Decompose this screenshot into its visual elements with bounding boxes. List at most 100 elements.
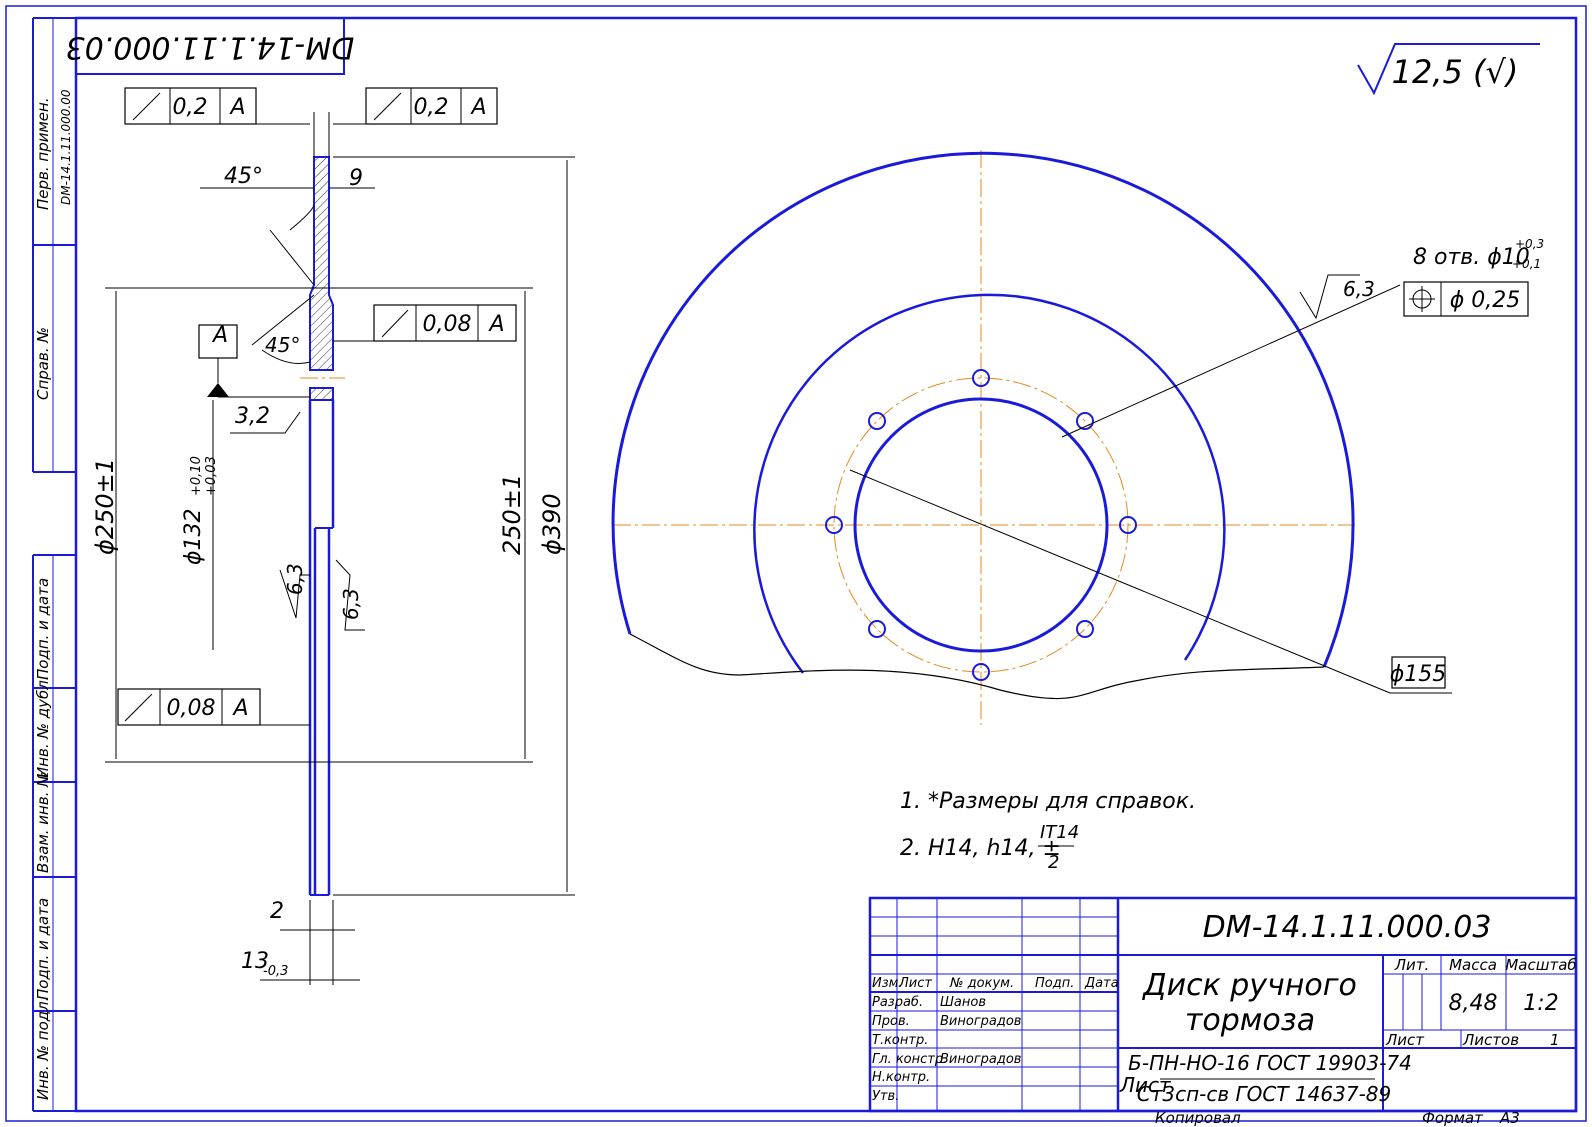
runout-4-value: 0,08 [167, 696, 216, 721]
rotated-designation-text: DM-14.1.11.000.03 [66, 30, 355, 65]
margin-perv-primen-value: DM-14.1.11.000.00 [59, 89, 73, 205]
tb-col-data: Дата [1084, 976, 1119, 991]
general-roughness-symbol: 12,5 (√) [1357, 43, 1540, 96]
dim-chamfer-top: 45° [224, 164, 263, 189]
note-2: 2. H14, h14, ± [900, 836, 1061, 861]
margin-vzam-inv: Взам. инв. № [34, 771, 52, 873]
inner-frame [74, 16, 1578, 1113]
dim-155-box [1391, 656, 1446, 689]
tb-role-utv: Утв. [872, 1089, 899, 1104]
runout-frame-2: 0,2 A [333, 87, 498, 125]
section-hatch-lower [309, 387, 334, 401]
holes-callout-lower: +0,1 [1512, 257, 1541, 271]
dim-roughness-32: 3,2 [235, 404, 270, 429]
footer-format-value: A3 [1499, 1109, 1520, 1127]
tb-sheets-label: Листов [1462, 1031, 1519, 1049]
tb-col-izm: Изм. [872, 976, 903, 991]
tb-name-glkonstr: Виноградов [940, 1052, 1021, 1067]
dim-diameter-250: ϕ250±1 [91, 458, 119, 555]
margin-podp-data-2: Подп. и дата [34, 898, 52, 1000]
note-2-numerator: IT14 [1040, 822, 1079, 843]
tb-role-razrab: Разраб. [872, 995, 923, 1010]
runout-frame-1: 0,2 A [124, 87, 310, 125]
tb-name-prov: Виноградов [940, 1014, 1021, 1029]
tb-scale-label: Масштаб [1505, 956, 1576, 974]
margin-perv-primen: Перв. примен. [34, 97, 52, 210]
tb-list-label: Лист [1119, 1073, 1172, 1097]
note-1: 1. *Размеры для справок. [900, 789, 1196, 814]
tb-role-prov: Пров. [872, 1014, 910, 1029]
dim-diameter-132-lower: +0,03 [204, 456, 219, 496]
break-line [629, 633, 1325, 700]
runout-1-datum: A [228, 95, 245, 120]
dim-diameter-132: ϕ132 [181, 508, 206, 565]
tb-sheets-value: 1 [1550, 1031, 1560, 1049]
runout-2-value: 0,2 [414, 95, 449, 120]
tb-material-1: Б-ПН-НО-16 ГОСТ 19903-74 [1128, 1051, 1412, 1075]
dim-13: 13 [241, 949, 269, 974]
runout-frame-3: 0,08 A [333, 304, 517, 342]
runout-frame-4: 0,08 A [117, 688, 310, 726]
runout-1-value: 0,2 [173, 95, 208, 120]
general-roughness-text: 12,5 (√) [1392, 53, 1519, 91]
tb-designation: DM-14.1.11.000.03 [1203, 910, 1492, 945]
technical-notes: 1. *Размеры для справок. 2. H14, h14, ± … [900, 789, 1196, 873]
section-view: 0,2 A 0,2 A 0,08 A 0,08 [91, 87, 575, 985]
front-view: ϕ155 6,3 8 отв. ϕ10 +0,3 +0,1 ϕ 0,25 [611, 150, 1544, 725]
outer-frame [5, 5, 1587, 1122]
tb-mass-label: Масса [1449, 956, 1497, 974]
section-hatch-upper [309, 156, 334, 371]
footer-format-label: Формат [1422, 1109, 1484, 1127]
dim-155-text: ϕ155 [1390, 662, 1447, 687]
position-tolerance-value: ϕ 0,25 [1450, 288, 1521, 313]
middle-arc [753, 293, 1226, 674]
outer-disc-edge [611, 151, 1355, 668]
tb-material-2: Ст3сп-св ГОСТ 14637-89 [1137, 1082, 1391, 1106]
hole-roughness-text: 6,3 [1343, 277, 1375, 301]
dim-chamfer-bottom: 45° [265, 333, 300, 357]
bolt-circle [833, 377, 1129, 673]
dim-2: 2 [270, 899, 284, 924]
tb-col-podp: Подп. [1035, 976, 1074, 991]
runout-2-datum: A [469, 95, 486, 120]
tb-name-line1: Диск ручного [1141, 968, 1357, 1003]
title-block: DM-14.1.11.000.03 Диск ручного тормоза Л… [868, 896, 1578, 1113]
runout-3-datum: A [487, 312, 504, 337]
tb-name-line2: тормоза [1185, 1003, 1315, 1038]
dim-diameter-390: ϕ390 [538, 493, 566, 555]
position-tolerance-frame [1403, 281, 1529, 317]
rotated-designation-box: DM-14.1.11.000.03 [66, 17, 355, 75]
left-margin-stamps: Перв. примен. DM-14.1.11.000.00 Справ. №… [32, 17, 76, 1112]
margin-inv-podl: Инв. № подл. [34, 997, 52, 1100]
bolt-holes [825, 369, 1137, 681]
tb-sheet-label: Лист [1385, 1031, 1425, 1049]
dim-250: 250±1 [498, 474, 526, 555]
datum-a-triangle [207, 383, 229, 397]
center-bore [853, 397, 1109, 653]
footer-copied: Копировал [1155, 1109, 1241, 1127]
holes-callout-upper: +0,3 [1515, 237, 1544, 251]
dim-datum-a-label: A [211, 323, 228, 348]
tb-role-glkonstr: Гл. констр. [872, 1052, 947, 1067]
margin-inv-dubl: Инв. № дубл. [34, 675, 52, 778]
dim-9: 9 [349, 166, 363, 191]
margin-sprav-no: Справ. № [34, 327, 52, 400]
tb-col-list: Лист [898, 976, 932, 991]
dim-diameter-132-upper: +0,10 [189, 456, 204, 496]
dim-roughness-63-a: 6,3 [283, 563, 307, 595]
note-2-denominator: 2 [1048, 852, 1059, 873]
tb-lit-label: Лит. [1394, 956, 1430, 974]
tb-mass-value: 8,48 [1449, 991, 1498, 1016]
dim-roughness-63-b: 6,3 [339, 588, 363, 620]
margin-podp-data-1: Подп. и дата [34, 578, 52, 680]
tb-scale-value: 1:2 [1523, 991, 1558, 1016]
tb-name-razrab: Шанов [940, 995, 986, 1010]
tb-role-nkontr: Н.контр. [872, 1070, 930, 1085]
dim-13-tolerance: -0,3 [263, 964, 288, 979]
tb-role-tkontr: Т.контр. [872, 1033, 928, 1048]
runout-4-datum: A [231, 696, 248, 721]
tb-col-dokum: № докум. [949, 976, 1014, 991]
holes-callout-text: 8 отв. ϕ10 [1413, 245, 1530, 270]
